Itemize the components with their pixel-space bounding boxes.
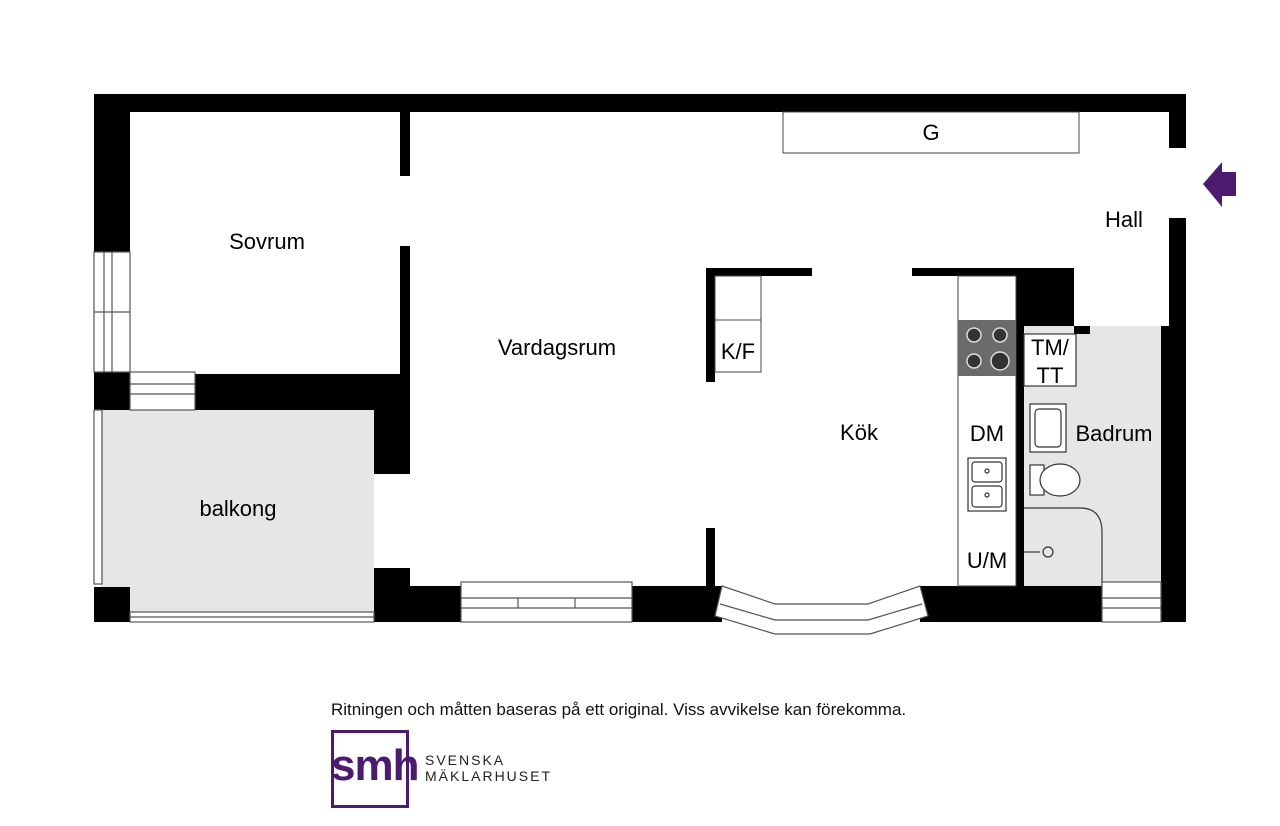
- room-label-badrum: Badrum: [1075, 421, 1152, 446]
- room-label-hall: Hall: [1105, 207, 1143, 232]
- room-label-vardagsrum: Vardagsrum: [498, 335, 616, 360]
- fixture-label-tt: TT: [1037, 363, 1064, 388]
- room-label-balkong: balkong: [199, 496, 276, 521]
- kitchen-sink: [967, 457, 1007, 512]
- logo-text-line2: MÄKLARHUSET: [425, 768, 553, 784]
- bathroom-fixtures: [1023, 333, 1103, 586]
- fixture-label-um: U/M: [967, 548, 1007, 573]
- fixture-label-g: G: [922, 120, 939, 145]
- balcony-railing: [93, 409, 375, 623]
- fixture-label-tm: TM/: [1031, 335, 1070, 360]
- logo-mark: smh: [331, 741, 419, 790]
- room-label-kok: Kök: [840, 420, 879, 445]
- walls: [94, 94, 1186, 622]
- logo-text-line1: SVENSKA: [425, 752, 506, 768]
- windows: [93, 251, 1162, 635]
- entrance-arrow-icon: [1203, 162, 1236, 207]
- stove: [958, 320, 1016, 376]
- fixture-label-dm: DM: [970, 421, 1004, 446]
- logo-frame: [331, 730, 409, 808]
- disclaimer-text: Ritningen och måtten baseras på ett orig…: [331, 700, 907, 719]
- fixture-label-kf: K/F: [721, 339, 755, 364]
- balcony-floor: [101, 410, 374, 612]
- company-logo: smh SVENSKA MÄKLARHUSET: [331, 730, 591, 814]
- floor-plan: Sovrum Vardagsrum Kök Hall Badrum balkon…: [93, 94, 1236, 635]
- room-label-sovrum: Sovrum: [229, 229, 305, 254]
- kitchen-counter: [714, 111, 1080, 587]
